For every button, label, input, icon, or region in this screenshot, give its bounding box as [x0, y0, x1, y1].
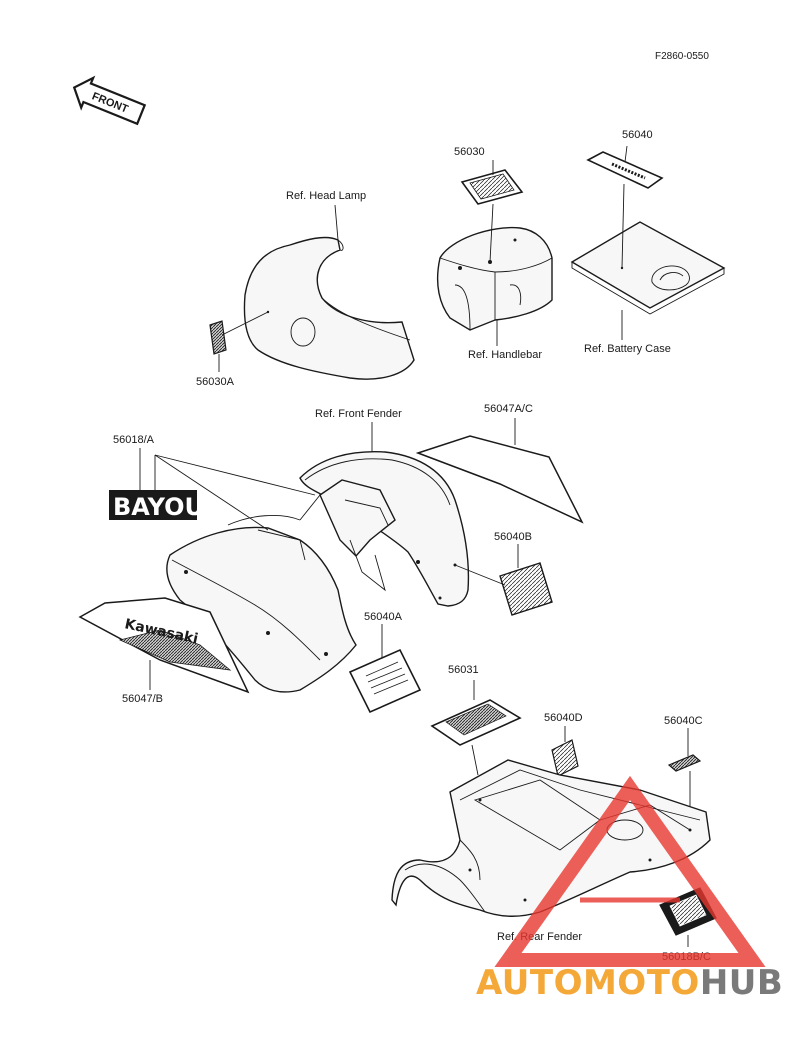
battery-case	[570, 221, 726, 315]
part-56047b: 56047/B	[122, 693, 163, 705]
part-56040b: 56040B	[494, 531, 532, 543]
decal-56040b	[454, 544, 553, 616]
decal-bayou: BAYOU	[109, 490, 204, 521]
part-56040: 56040	[622, 129, 653, 141]
part-56018a: 56018/A	[113, 434, 155, 446]
decal-kawasaki: Kawasaki	[78, 597, 250, 694]
ref-battery-case: Ref. Battery Case	[584, 343, 671, 355]
bayou-decal-text: BAYOU	[113, 493, 204, 521]
part-56031: 56031	[448, 664, 479, 676]
ref-head-lamp: Ref. Head Lamp	[286, 190, 366, 202]
ref-rear-fender: Ref. Rear Fender	[497, 931, 582, 943]
decal-56040a	[348, 624, 422, 714]
part-56040c: 56040C	[664, 715, 703, 727]
decal-56040	[586, 145, 664, 269]
part-56040d: 56040D	[544, 712, 583, 724]
decal-56030a	[209, 311, 269, 372]
front-arrow-icon: FRONT	[72, 75, 147, 126]
part-56040a: 56040A	[364, 611, 403, 623]
decal-56030	[460, 160, 524, 263]
part-56030: 56030	[454, 146, 485, 158]
watermark-logo	[494, 775, 766, 967]
handlebar-cover	[436, 226, 553, 331]
decal-56031	[430, 680, 522, 776]
part-56047ac: 56047A/C	[484, 403, 533, 415]
part-56030a: 56030A	[196, 376, 235, 388]
watermark-text: AUTOMOTOHUB	[476, 963, 783, 1003]
watermark-part1: AUTOMOTO	[476, 963, 700, 1003]
watermark-triangle-icon	[494, 775, 766, 967]
front-fender	[166, 451, 470, 693]
decal-56047ac	[415, 418, 584, 524]
head-lamp-cover	[243, 236, 415, 380]
ref-handlebar: Ref. Handlebar	[468, 349, 542, 361]
diagram-code: F2860-0550	[655, 51, 709, 62]
ref-front-fender: Ref. Front Fender	[315, 408, 402, 420]
watermark-part2: HUB	[700, 963, 783, 1003]
